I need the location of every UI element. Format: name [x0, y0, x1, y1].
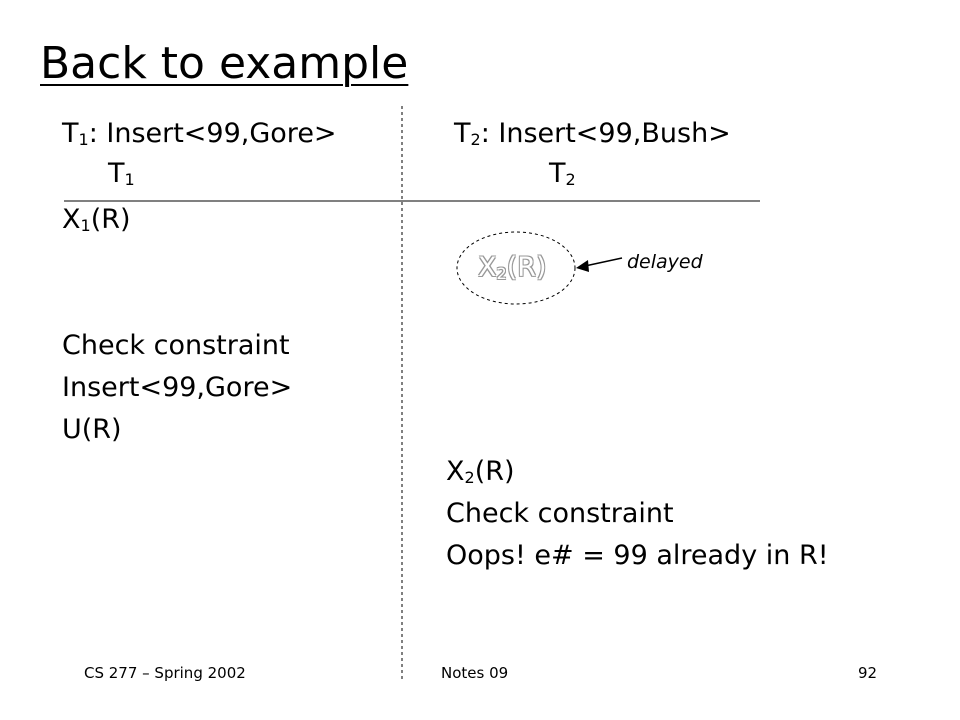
t1-description: T1: Insert<99,Gore> — [62, 118, 337, 150]
t2-xlock-subscript: 2 — [464, 468, 475, 487]
t2-column-header: T2 — [549, 158, 576, 190]
delayed-label: delayed — [627, 251, 703, 273]
t1-unlock-step: U(R) — [62, 414, 122, 445]
footer-notes: Notes 09 — [441, 664, 509, 682]
t2-description: T2: Insert<99,Bush> — [454, 118, 731, 150]
t2-delayed-request: X2(R) — [478, 252, 547, 284]
t1-check-step: Check constraint — [62, 330, 290, 361]
delayed-arrow-line — [584, 257, 623, 267]
t2-delayed-text: (R) — [506, 252, 547, 283]
delayed-request-ellipse — [456, 231, 576, 305]
t1-subscript: 1 — [78, 130, 89, 149]
t2-xlock-step: X2(R) — [446, 456, 515, 488]
slide-title: Back to example — [40, 38, 409, 89]
t1-xlock-step: X1(R) — [62, 204, 131, 236]
t1-column-letter: T — [108, 158, 125, 189]
t1-xlock-text: (R) — [90, 204, 131, 235]
footer-course: CS 277 – Spring 2002 — [84, 664, 246, 682]
t1-xlock-letter: X — [62, 204, 81, 235]
t2-delayed-subscript: 2 — [496, 264, 507, 283]
footer-page-number: 92 — [858, 664, 878, 682]
t1-column-subscript: 1 — [124, 170, 135, 189]
t2-xlock-text: (R) — [474, 456, 515, 487]
t1-description-text: : Insert<99,Gore> — [88, 118, 337, 149]
t1-xlock-subscript: 1 — [80, 216, 91, 235]
t2-check-step: Check constraint — [446, 498, 674, 529]
t2-letter: T — [454, 118, 471, 149]
t2-oops-step: Oops! e# = 99 already in R! — [446, 540, 829, 571]
t2-description-text: : Insert<99,Bush> — [480, 118, 731, 149]
t1-column-header: T1 — [108, 158, 135, 190]
delayed-arrow-head — [576, 260, 589, 272]
t2-subscript: 2 — [470, 130, 481, 149]
t2-xlock-letter: X — [446, 456, 465, 487]
t2-delayed-letter: X — [478, 252, 497, 283]
t2-column-letter: T — [549, 158, 566, 189]
t2-column-subscript: 2 — [565, 170, 576, 189]
t1-insert-step: Insert<99,Gore> — [62, 372, 293, 403]
t1-letter: T — [62, 118, 79, 149]
